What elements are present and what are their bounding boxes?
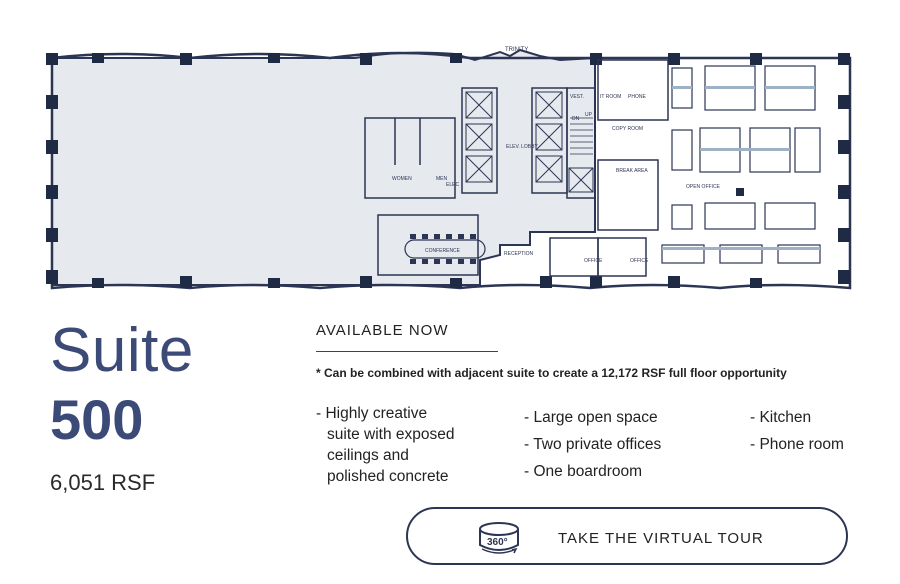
360-icon: 360°: [479, 522, 519, 554]
label-up: UP: [585, 112, 593, 118]
feature-list-2: - Large open space - Two private offices…: [524, 404, 661, 485]
label-phone: PHONE: [628, 94, 646, 100]
elevators: [465, 91, 594, 193]
label-copy-room: COPY ROOM: [612, 126, 643, 132]
feature-item: - One boardroom: [524, 463, 643, 480]
label-break-area: BREAK AREA: [616, 168, 648, 174]
feature-item: - Two private offices: [524, 436, 662, 453]
label-elev-lobby: ELEV. LOBBY: [506, 144, 538, 150]
feature-item: suite with exposed: [327, 426, 455, 443]
feature-item: ceilings and: [327, 447, 409, 464]
label-vest: VEST.: [570, 94, 584, 100]
combine-note: * Can be combined with adjacent suite to…: [316, 366, 787, 380]
suite-title: Suite: [50, 316, 194, 385]
feature-item: - Large open space: [524, 409, 658, 426]
label-dn: DN: [572, 116, 580, 122]
feature-list-3: - Kitchen - Phone room: [750, 404, 844, 458]
feature-item: polished concrete: [327, 468, 449, 485]
perimeter-columns: [46, 53, 850, 288]
feature-item: - Highly creative: [316, 405, 428, 422]
column-marker: [736, 188, 744, 196]
floor-plan: TRINITY ELEV. LOBBY WOMEN MEN ELEC CONFE…: [46, 47, 852, 290]
label-men: MEN: [436, 176, 448, 182]
availability-heading: AVAILABLE NOW: [316, 322, 449, 339]
conference-table: [404, 234, 486, 264]
label-reception: RECEPTION: [504, 251, 534, 257]
suite-500-area: [51, 48, 596, 286]
feature-list-1: - Highly creative suite with exposed cei…: [316, 403, 455, 487]
label-women: WOMEN: [392, 176, 412, 182]
feature-item: - Kitchen: [750, 409, 812, 426]
label-it-room: IT ROOM: [600, 94, 621, 100]
label-open-office: OPEN OFFICE: [686, 184, 721, 190]
label-conference: CONFERENCE: [425, 248, 461, 254]
svg-text:360°: 360°: [487, 537, 508, 548]
heading-divider: [316, 351, 498, 352]
suite-number: 500: [50, 388, 144, 451]
building-outline: [50, 51, 852, 290]
stairs: [570, 117, 593, 155]
virtual-tour-label: TAKE THE VIRTUAL TOUR: [558, 530, 764, 547]
label-office-2: OFFICE: [630, 258, 649, 264]
workstation-partitions: [662, 86, 820, 250]
virtual-tour-button[interactable]: 360° TAKE THE VIRTUAL TOUR: [406, 507, 848, 565]
workstations: [661, 65, 821, 264]
building-core: [364, 59, 669, 277]
label-elec: ELEC: [446, 182, 459, 188]
label-office-1: OFFICE: [584, 258, 603, 264]
label-trinity: TRINITY: [505, 47, 528, 53]
suite-rsf: 6,051 RSF: [50, 470, 156, 495]
feature-item: - Phone room: [750, 436, 844, 453]
